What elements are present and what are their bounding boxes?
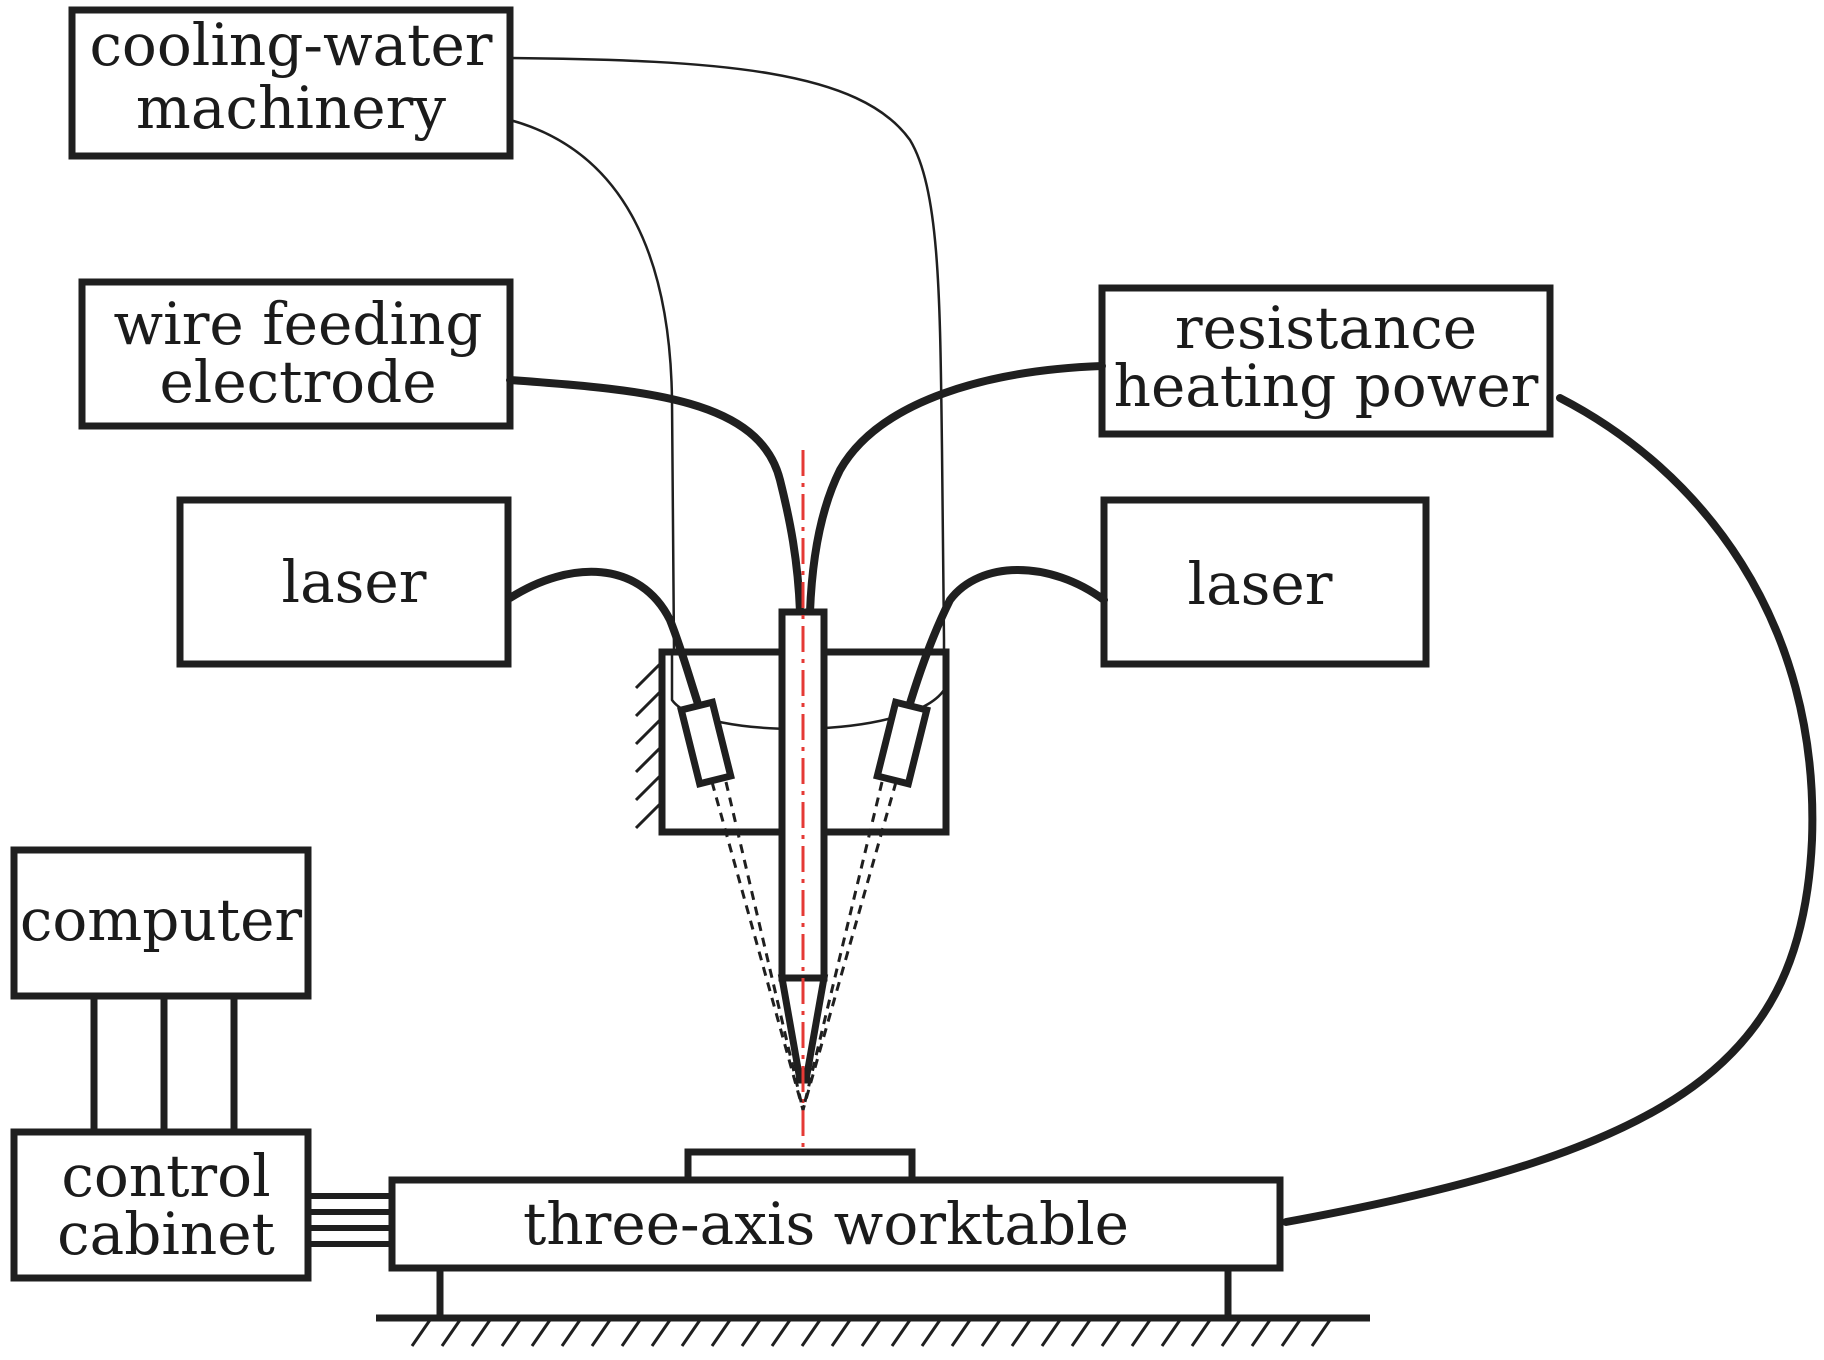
workpiece: [684, 1148, 916, 1184]
resistance-heating-label-1: resistance: [1175, 294, 1477, 362]
laser-left-box: [176, 496, 512, 668]
head-wall-hatching: [634, 660, 664, 830]
resistance-heating-label-2: heating power: [1114, 352, 1539, 420]
ground-hatching: [410, 1319, 1332, 1347]
cooling-water-box: [68, 6, 514, 160]
laser-right-box: [1100, 496, 1430, 668]
wire-feeding-label-1: wire feeding: [114, 290, 483, 358]
worktable-label: three-axis worktable: [523, 1190, 1129, 1258]
cabinet-worktable-connectors: [308, 1193, 392, 1247]
wire-feeding-box: [78, 278, 514, 430]
laser-left-label: laser: [282, 548, 427, 616]
cooling-water-label-2: machinery: [136, 74, 446, 142]
laser-heads: [677, 698, 931, 788]
control-cabinet-label-1: control: [61, 1142, 270, 1210]
electrode-cables: [506, 362, 1106, 616]
laser-right-label: laser: [1188, 550, 1333, 618]
cooling-water-label-1: cooling-water: [89, 11, 492, 79]
laser-beams: [710, 781, 898, 1111]
computer-label: computer: [20, 886, 303, 954]
worktable-base: [376, 1268, 1370, 1322]
laser-fibers: [506, 566, 1108, 714]
resistance-power-cable: [1282, 394, 1817, 1226]
computer-cabinet-connectors: [90, 996, 238, 1132]
wire-feeding-label-2: electrode: [159, 348, 436, 416]
resistance-heating-box: [1098, 284, 1554, 438]
cooling-water-hoses: [509, 56, 946, 731]
control-cabinet-label-2: cabinet: [57, 1200, 275, 1268]
